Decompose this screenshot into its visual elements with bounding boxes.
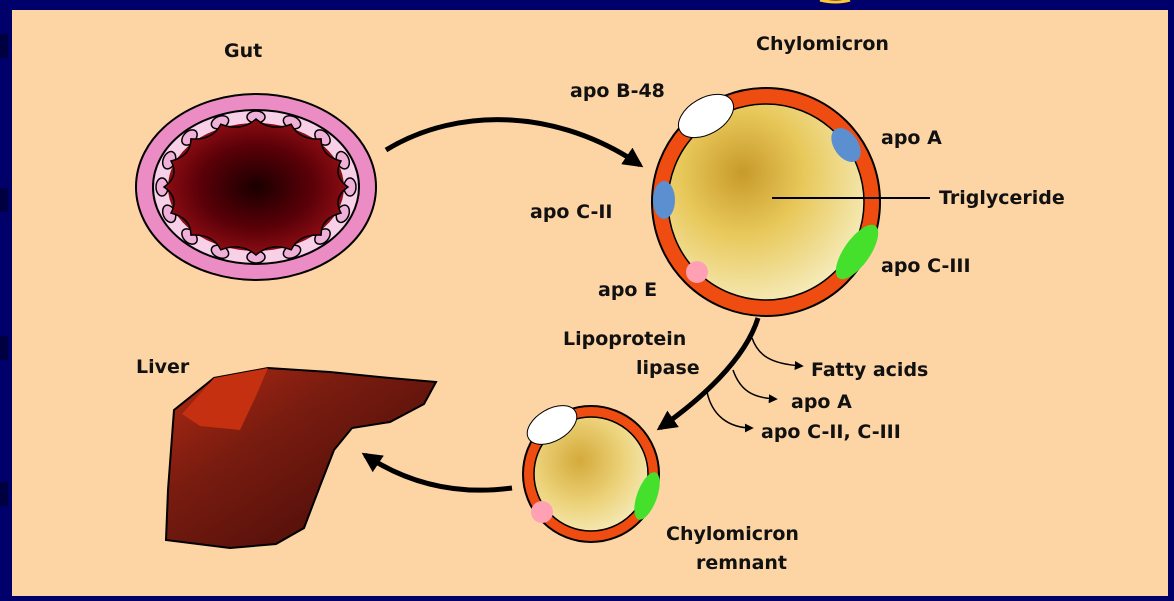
apo-c3-label: apo C-III: [881, 255, 971, 277]
apo-a-label: apo A: [881, 127, 942, 149]
remnant-apo-e-protein: [531, 501, 553, 523]
lipoprotein-lipase-label-line1: Lipoprotein: [563, 328, 686, 350]
released-apo-c-label: apo C-II, C-III: [761, 421, 901, 443]
apo-e-label: apo E: [598, 279, 657, 301]
gut-cross-section: [136, 94, 376, 280]
apo-c2-protein: [653, 181, 675, 219]
triglyceride-label: Triglyceride: [939, 187, 1065, 209]
released-apo-a-label: apo A: [791, 391, 852, 413]
apo-c2-label: apo C-II: [530, 201, 613, 223]
apo-b48-label: apo B-48: [570, 80, 665, 102]
gut-label: Gut: [224, 40, 262, 62]
lipoprotein-lipase-label-line2: lipase: [636, 357, 700, 379]
apo-e-protein: [686, 261, 708, 283]
fatty-acids-label: Fatty acids: [811, 359, 928, 381]
chylomicron-label: Chylomicron: [756, 33, 889, 55]
remnant-label-line1: Chylomicron: [666, 523, 799, 545]
liver-label: Liver: [136, 356, 190, 378]
frame-edge-marks: [0, 34, 8, 506]
remnant-label-line2: remnant: [696, 552, 787, 574]
top-edge-mark: [820, 0, 850, 2]
